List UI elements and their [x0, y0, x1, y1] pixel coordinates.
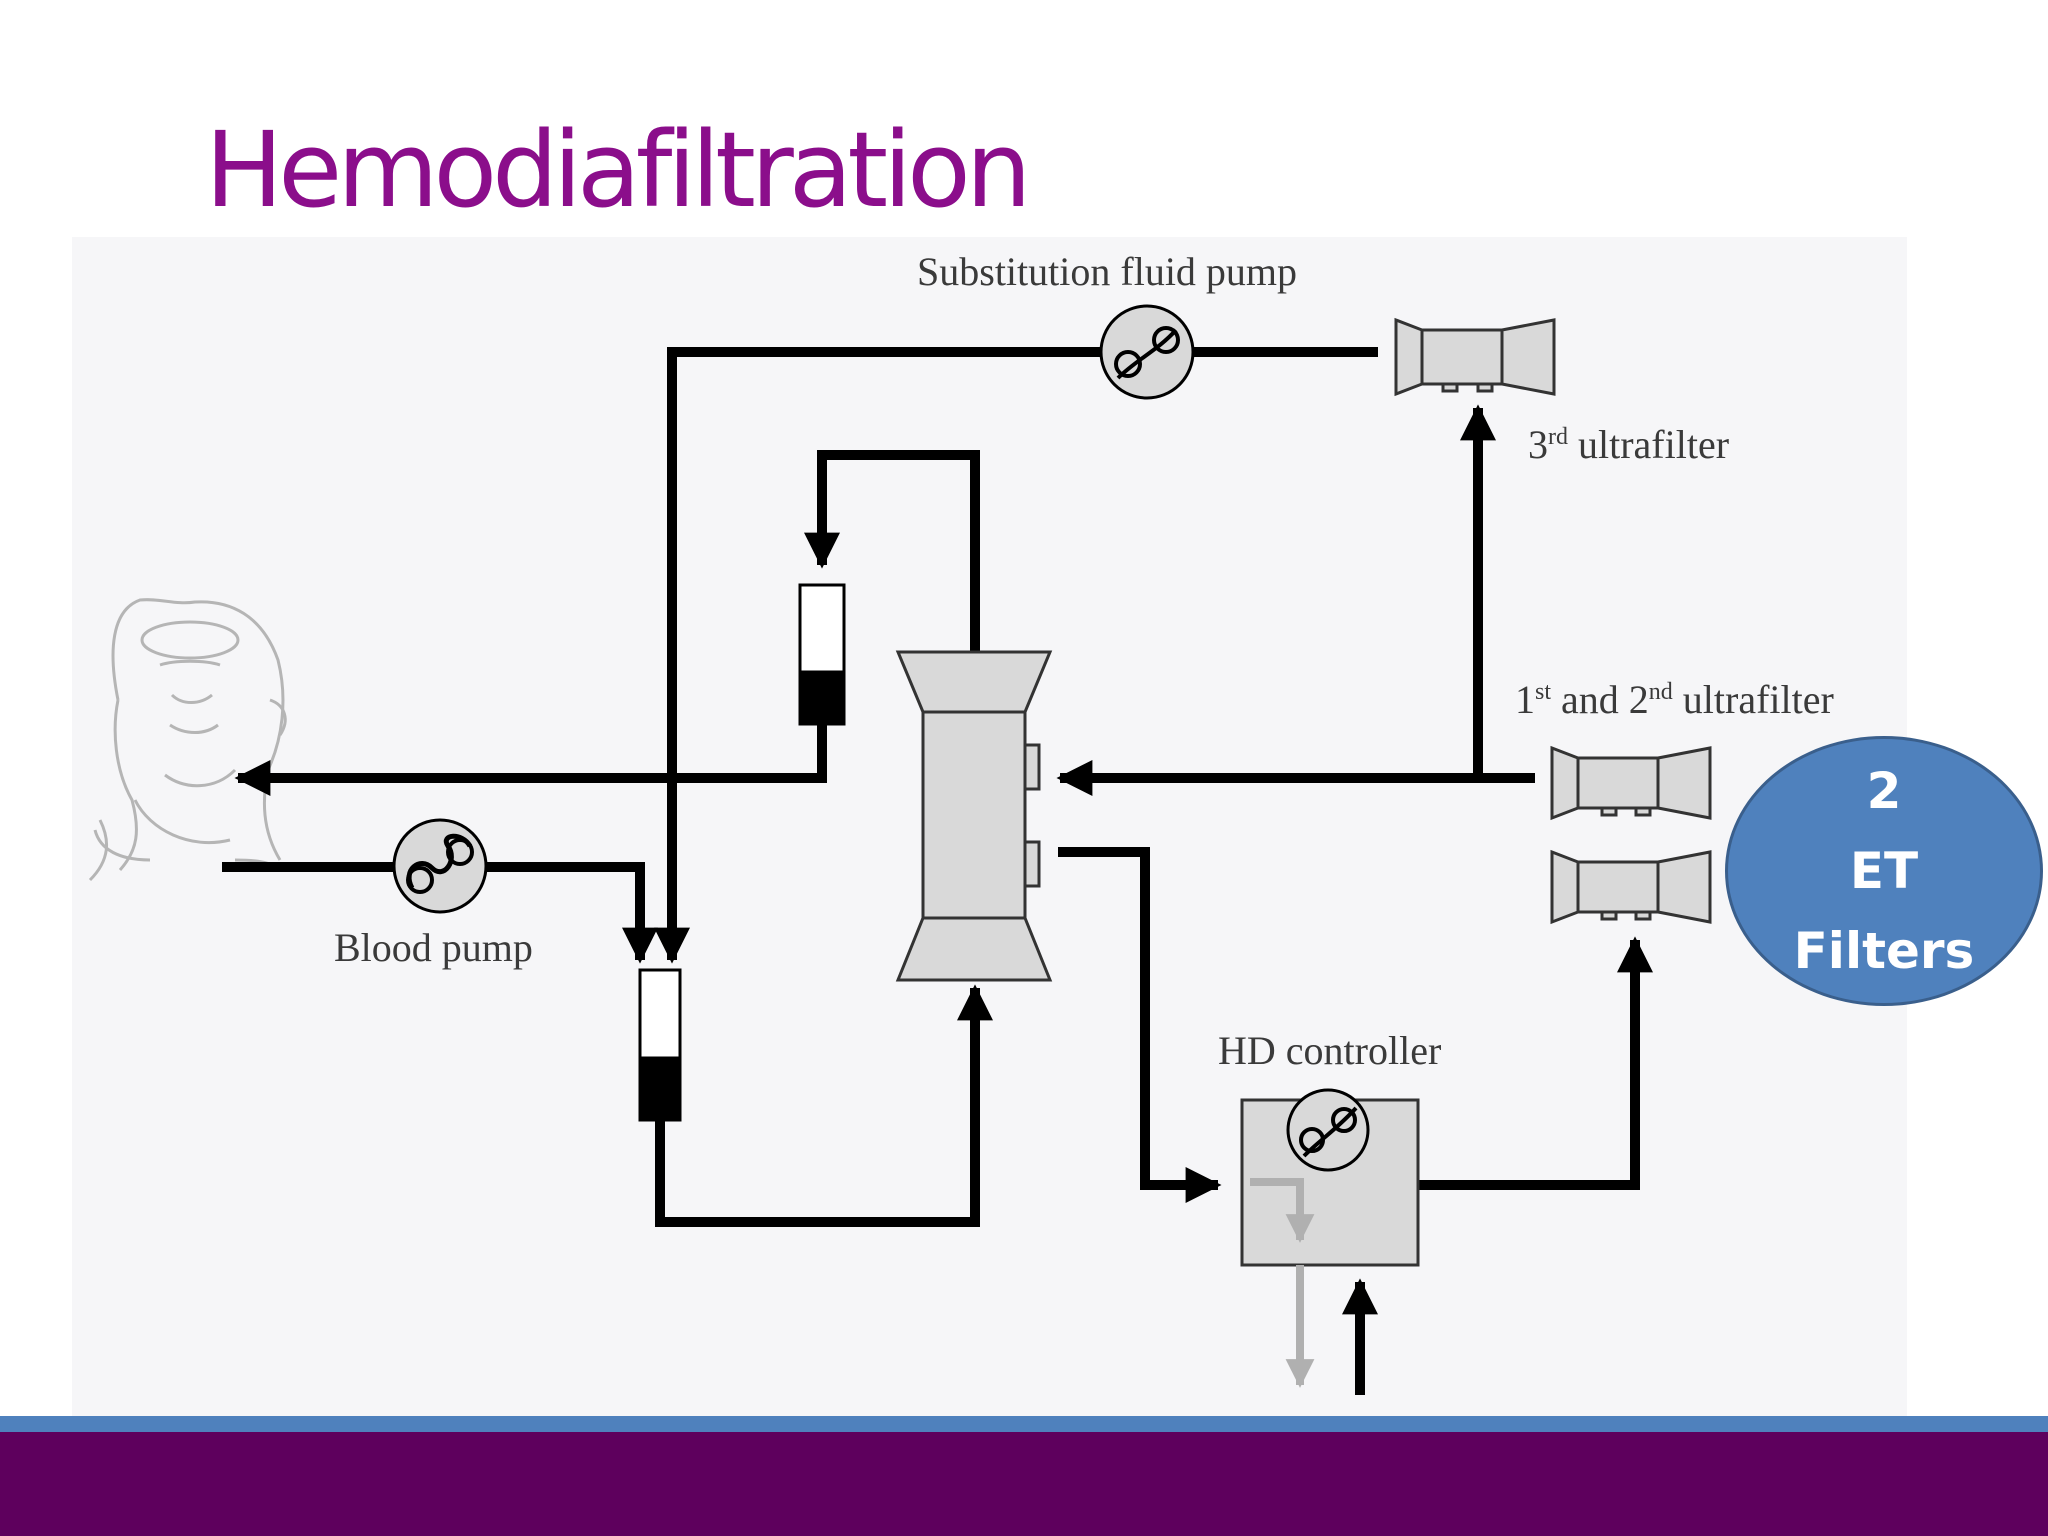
footer-bar: [0, 1432, 2048, 1536]
arterial-line-from-patient: [222, 862, 658, 964]
fresh-dialysate-to-filters: [1360, 936, 1653, 1190]
return-line-to-patient: [234, 712, 827, 796]
arterial-drip-chamber-icon: [638, 968, 682, 1122]
patient-head-icon: [88, 598, 287, 882]
footer-stripe: [0, 1416, 2048, 1432]
venous-line-top: [804, 450, 980, 652]
blood-pump-icon: [392, 818, 488, 914]
third-ultrafilter-label: 3rd ultrafilter: [1528, 422, 1729, 467]
badge-line-count: 2: [1866, 762, 1902, 820]
venous-drip-chamber-icon: [798, 583, 846, 726]
drain-line-internal: [1250, 1178, 1315, 1243]
badge-line-et: ET: [1849, 842, 1919, 900]
substitution-pump-icon: [1099, 304, 1195, 400]
badge-line-filters: Filters: [1793, 922, 1975, 980]
second-ultrafilter-icon: [1550, 849, 1712, 925]
dialyzer-icon: [895, 650, 1053, 982]
slide-title: Hemodiafiltration: [205, 109, 1032, 231]
blood-to-dialyzer: [655, 984, 993, 1227]
first-ultrafilter-icon: [1550, 745, 1712, 821]
et-filters-badge: 2 ET Filters: [1725, 736, 2043, 1006]
hd-controller-icon: [1240, 1088, 1420, 1267]
effluent-to-controller: [1058, 847, 1222, 1203]
hd-controller-label: HD controller: [1218, 1028, 1441, 1073]
first-second-ultrafilter-label: 1st and 2nd ultrafilter: [1515, 677, 1834, 722]
substitution-pump-label: Substitution fluid pump: [917, 249, 1297, 294]
third-ultrafilter-icon: [1394, 317, 1556, 397]
blood-pump-label: Blood pump: [334, 925, 533, 970]
